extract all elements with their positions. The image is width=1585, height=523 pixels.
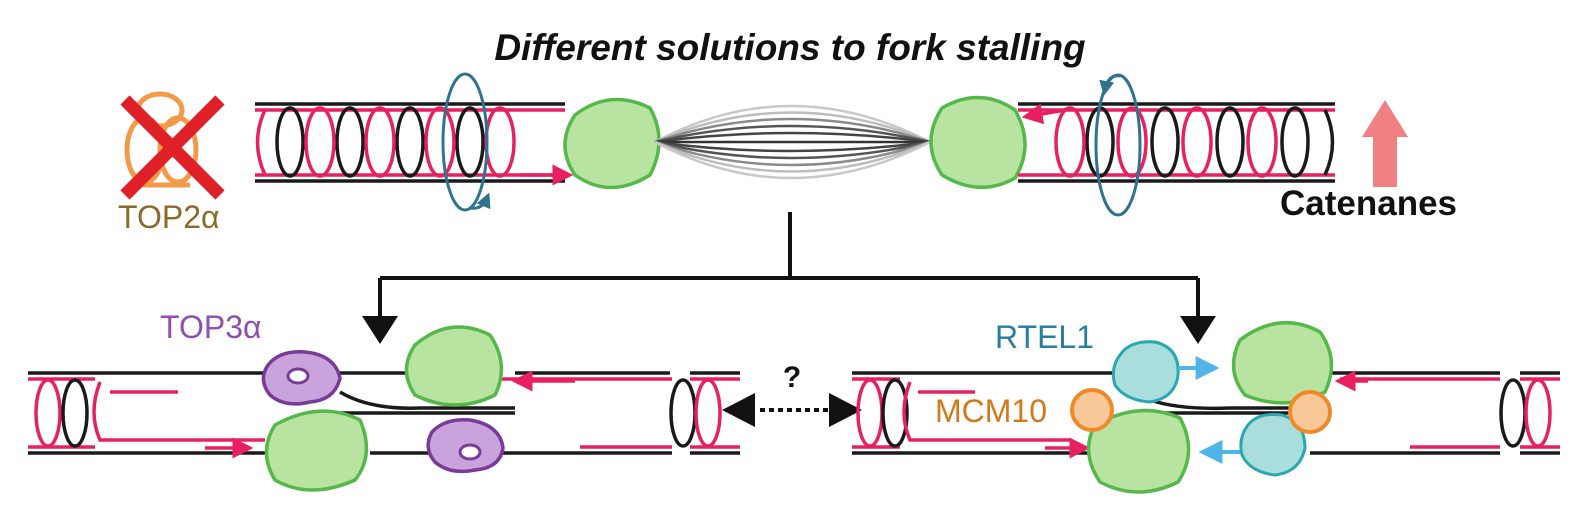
helicase-bottom-left-upper [404,325,504,407]
bottom-left-panel [28,370,740,459]
helicase-bottom-right-upper [1231,320,1334,405]
left-parental-duplex [255,102,565,183]
arrowhead-left [362,316,398,344]
top3a-enzyme-icon [261,350,342,406]
top3a-label: TOP3α [160,309,262,345]
mcm10-icon [1288,390,1332,434]
cross-icon [120,95,225,200]
bottom-right-panel [852,370,1560,459]
converging-strands [654,104,931,180]
top-panel: TOP2α Catenanes [118,72,1457,235]
rtel1-label: RTEL1 [995,319,1094,355]
mcm10-label: MCM10 [935,393,1047,429]
catenanes-label: Catenanes [1280,184,1457,223]
top3a-enzyme-icon [426,418,505,474]
helicase-bottom-right-lower [1086,408,1191,494]
helicase-left [563,97,661,190]
diagram-title: Different solutions to fork stalling [494,27,1085,68]
arrowhead-right [1180,316,1216,344]
mcm10-icon [1070,388,1114,432]
branch-connector [378,212,1200,318]
double-arrow-icon [722,393,862,427]
rtel1-helicase-icon [1111,340,1307,477]
top2a-label: TOP2α [118,199,220,235]
leading-strand-arrow-right [1021,103,1066,125]
supercoil-arrow-icon [441,72,491,212]
helicase-bottom-left-lower [264,409,369,492]
right-parental-duplex [1018,102,1335,183]
question-mark: ? [783,361,801,394]
supercoil-arrow-icon [1094,73,1142,217]
up-arrow-icon [1362,100,1408,187]
helicase-right [929,95,1027,190]
